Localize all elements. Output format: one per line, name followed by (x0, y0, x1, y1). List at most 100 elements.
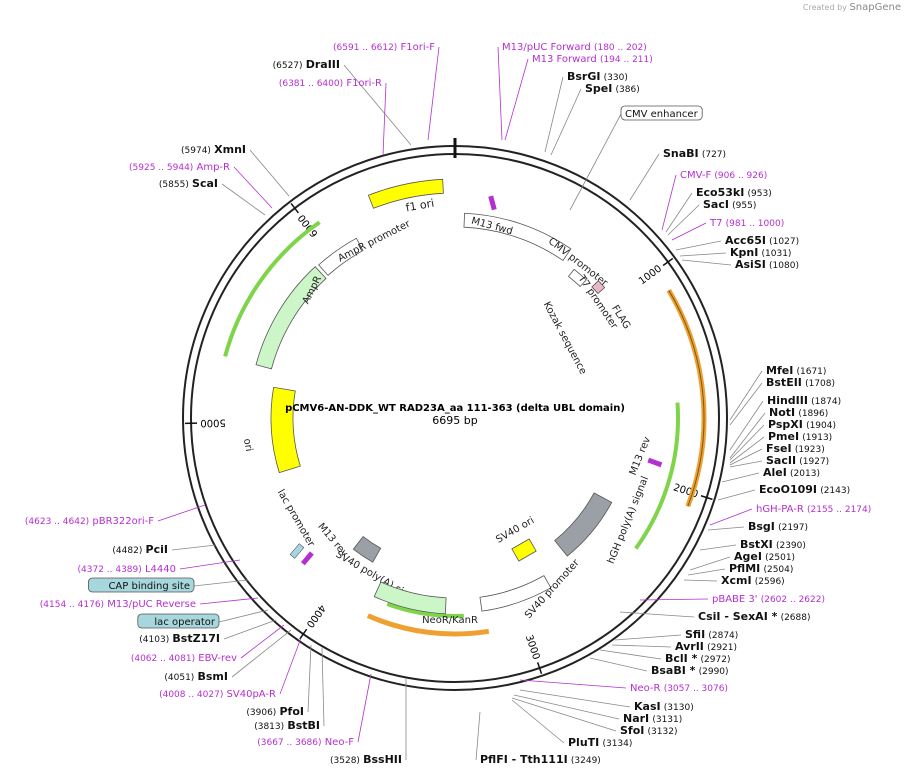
map-label: (4372 .. 4389) L4440 (78, 564, 177, 575)
map-label: (4051) BsmI (164, 670, 228, 683)
label-name: Acc65I (725, 234, 766, 247)
label-position: (5855) (159, 180, 189, 190)
snapgene-brand: SnapGene (849, 2, 901, 13)
feature-label: Kozak sequence (541, 300, 589, 376)
feature-label: NeoR/KanR (422, 615, 478, 626)
feature-ori (270, 386, 301, 474)
map-label: SfiI (2874) (685, 628, 738, 641)
feature-label: ori (241, 438, 254, 453)
label-name: SfiI (685, 628, 705, 641)
feature-label: M13 rev (628, 435, 653, 477)
map-label: Acc65I (1027) (725, 234, 799, 247)
leader (687, 568, 726, 576)
map-label: BsaBI * (2990) (651, 664, 729, 677)
leader (681, 259, 732, 266)
label-name: EcoO109I (759, 483, 817, 496)
label-name: PluTI (568, 736, 599, 749)
label-name: KasI (634, 700, 661, 713)
leader (683, 579, 718, 582)
label-name: L4440 (145, 564, 176, 575)
lac-glyph (289, 543, 305, 559)
label-name: PflFI - Tth111I (480, 753, 568, 766)
leader (707, 526, 745, 531)
leader (221, 183, 266, 216)
map-label: SacI (955) (703, 198, 756, 211)
label-position: (4482) (112, 546, 142, 556)
tick-label: 1000 (637, 263, 664, 287)
leader (699, 544, 737, 551)
map-label: HindIII (1874) (767, 394, 841, 407)
label-name: EBV-rev (198, 653, 237, 664)
leader (729, 370, 763, 421)
leader (599, 649, 662, 660)
label-position: (3130) (664, 703, 694, 713)
map-label: EcoO109I (2143) (759, 483, 850, 496)
label-name: PspXI (768, 418, 803, 431)
map-label: NarI (3131) (623, 712, 682, 725)
feature-ampr-promoter (318, 237, 364, 276)
label-name: BstBI (287, 719, 320, 732)
map-label: (4623 .. 4642) pBR322ori-F (25, 516, 154, 527)
map-label: SfoI (3132) (620, 724, 677, 737)
map-label: (6527) DraIII (273, 58, 340, 71)
map-label: KpnI (1031) (730, 246, 791, 259)
label-name: F1ori-F (401, 42, 436, 53)
leader (709, 508, 753, 526)
feature-sv40-ori-box (511, 538, 537, 562)
label-position: (2504) (763, 565, 793, 575)
label-name: Amp-R (197, 162, 231, 173)
map-label: (5925 .. 5944) Amp-R (129, 162, 230, 173)
label-name: CsiI - SexAI * (698, 610, 778, 623)
tick-mark (290, 202, 299, 214)
label-name: KpnI (730, 246, 758, 259)
plasmid-name: pCMV6-AN-DDK_WT RAD23A_aa 111-363 (delta… (285, 403, 625, 414)
feature-flag (591, 280, 606, 295)
label-name: PmeI (768, 430, 799, 443)
label-name: SacI (703, 198, 729, 211)
leader (511, 697, 617, 732)
map-label: NotI (1896) (769, 406, 828, 419)
map-label: Eco53kI (953) (696, 186, 772, 199)
label-name: hGH-PA-R (756, 504, 804, 515)
label-position: (2501) (765, 553, 795, 563)
label-position: (906 .. 926) (714, 171, 767, 181)
label-position: (6381 .. 6400) (279, 79, 343, 89)
leader (675, 240, 722, 251)
label-name: pBABE 3' (712, 594, 758, 605)
label-position: (981 .. 1000) (726, 219, 785, 229)
feature-t7-promoter (567, 268, 587, 288)
map-label: (4154 .. 4176) M13/pUC Reverse (40, 599, 196, 610)
label-name: M13 Forward (532, 54, 597, 65)
label-position: (1896) (798, 409, 828, 419)
label-name: SfoI (620, 724, 644, 737)
orf-track-orange-2 (366, 613, 490, 637)
leader (614, 634, 682, 641)
map-label: BstEII (1708) (766, 376, 835, 389)
map-label: pBABE 3' (2602 .. 2622) (712, 594, 825, 605)
label-position: (3057 .. 3076) (664, 684, 728, 694)
leader (729, 424, 765, 461)
map-label: hGH-PA-R (2155 .. 2174) (756, 504, 871, 515)
map-label: (3667 .. 3686) Neo-F (257, 737, 354, 748)
label-position: (2197) (778, 523, 808, 533)
feature-hgh-poly-a-signal (554, 492, 613, 557)
map-label: AsiSI (1080) (735, 258, 799, 271)
leader (729, 382, 763, 426)
label-position: (3134) (602, 739, 632, 749)
map-label: (4482) PciI (112, 543, 168, 556)
label-position: (194 .. 211) (600, 55, 653, 65)
leader (179, 559, 241, 570)
label-name: XcmI (721, 574, 752, 587)
map-label: BstXI (2390) (740, 538, 806, 551)
leader (639, 598, 709, 601)
label-position: (330) (604, 73, 628, 83)
leader (321, 647, 325, 727)
label-name: SacII (766, 454, 796, 467)
map-label: M13/pUC Forward (180 .. 202) (502, 42, 647, 53)
tick-mark (662, 257, 674, 267)
map-label: lac operator (154, 617, 215, 628)
label-position: (1874) (811, 397, 841, 407)
map-label-box (88, 577, 195, 593)
leader (307, 644, 312, 713)
label-name: Neo-R (630, 683, 661, 694)
